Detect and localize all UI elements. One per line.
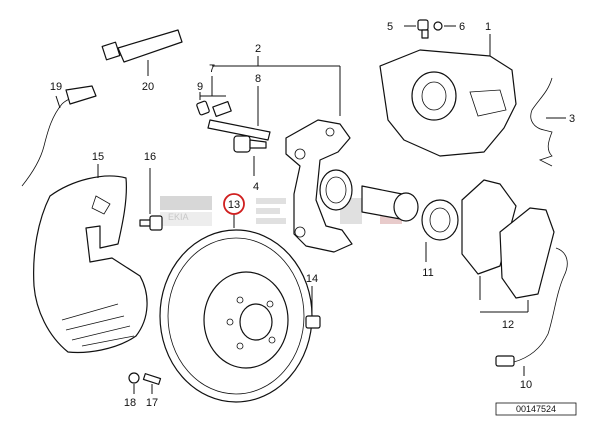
callout-labels: 1 2 3 4 5 6 7 8 9 10 11 12 13 14 15 16 1… — [50, 21, 575, 409]
caliper-spring — [530, 77, 566, 167]
callout-17: 17 — [146, 397, 158, 409]
diagram-ref: 00147524 — [516, 404, 556, 414]
brake-disc — [159, 214, 313, 403]
callout-4: 4 — [253, 181, 259, 193]
callout-11: 11 — [422, 267, 433, 279]
callout-20: 20 — [142, 81, 154, 93]
callout-14: 14 — [306, 273, 318, 285]
callout-10: 10 — [520, 379, 532, 391]
callout-13: 13 — [228, 199, 240, 211]
callout-15: 15 — [92, 151, 104, 163]
piston-kit — [319, 169, 459, 262]
wear-sensor-right — [495, 247, 568, 376]
callout-18: 18 — [124, 397, 136, 409]
callout-5: 5 — [387, 21, 393, 33]
diagram-ref-box: 00147524 — [495, 402, 577, 416]
brake-pads — [461, 179, 555, 313]
fastener-17 — [142, 373, 162, 394]
shield-bolt — [139, 168, 163, 231]
lead-2 — [212, 56, 341, 116]
grease-tube — [101, 29, 183, 76]
callout-12: 12 — [502, 319, 514, 331]
disc-screw — [305, 286, 321, 329]
fastener-18 — [128, 372, 140, 394]
callout-3: 3 — [569, 113, 575, 125]
callout-6: 6 — [459, 21, 465, 33]
callout-9: 9 — [197, 81, 203, 93]
lead-7 — [200, 76, 226, 97]
callout-1: 1 — [485, 21, 491, 33]
carrier-bolt — [233, 135, 267, 176]
highlight-circle — [223, 193, 245, 215]
guide-bolt — [207, 86, 271, 141]
callout-2: 2 — [255, 43, 261, 55]
callout-16: 16 — [144, 151, 156, 163]
wear-sensor-left — [21, 85, 97, 187]
callout-7: 7 — [209, 63, 215, 75]
watermark-text: EKIA — [168, 212, 189, 222]
bleed-valve — [404, 19, 429, 39]
bleed-valve-cap — [433, 21, 456, 31]
callout-19: 19 — [50, 81, 62, 93]
callout-8: 8 — [255, 73, 261, 85]
caliper-carrier — [285, 119, 353, 253]
dust-shield — [33, 164, 148, 354]
brake-caliper — [379, 34, 517, 157]
guide-bushing — [196, 92, 232, 118]
